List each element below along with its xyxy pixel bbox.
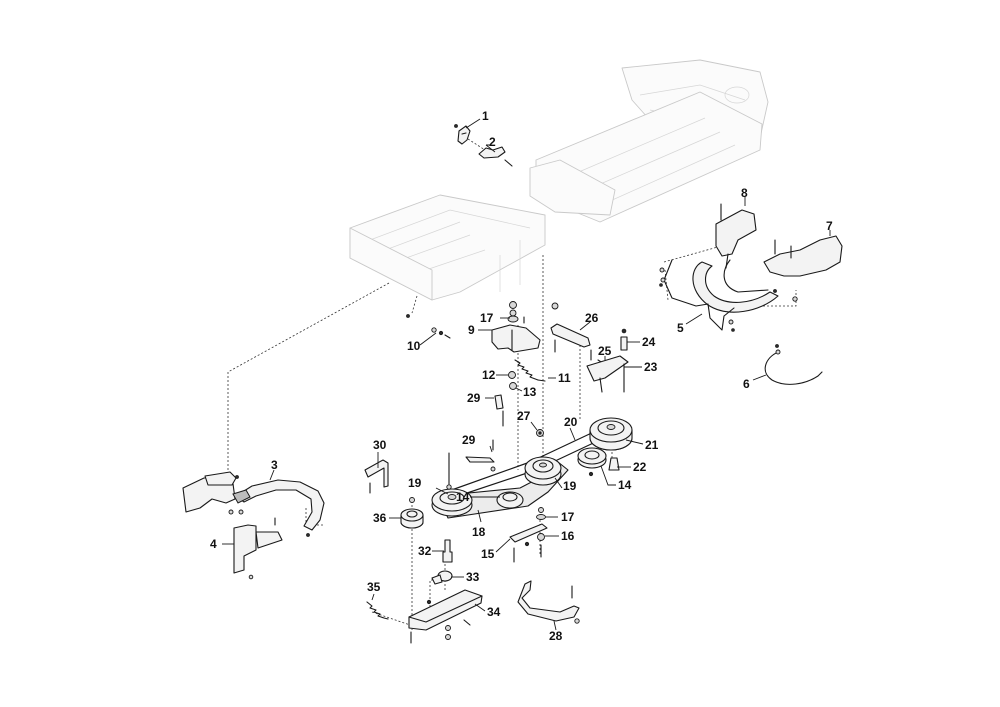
part-33-collar [431, 570, 453, 585]
part-21-clutch [589, 417, 633, 451]
part-17-washer-top [507, 301, 525, 324]
part-26-arm [550, 302, 591, 353]
part-pulley-disc [692, 259, 779, 313]
callout-22[interactable]: 22 [633, 460, 647, 474]
part-36-pulley [400, 497, 424, 529]
part-11-spring [514, 359, 546, 382]
part-2-bracket [467, 138, 513, 167]
part-9-bracket [491, 324, 541, 353]
part-30-bracket [364, 459, 389, 494]
callout-19-right[interactable]: 19 [563, 479, 577, 493]
callout-25[interactable]: 25 [598, 344, 612, 358]
leader-lines [222, 118, 831, 631]
callout-14-center[interactable]: 14 [456, 490, 470, 504]
callout-3[interactable]: 3 [271, 458, 278, 472]
part-7-housing [763, 235, 843, 302]
part-24-pin [620, 328, 628, 351]
callout-8[interactable]: 8 [741, 186, 748, 200]
callout-20[interactable]: 20 [564, 415, 578, 429]
part-17-washer-lower [536, 507, 546, 520]
callout-15[interactable]: 15 [481, 547, 495, 561]
part-27-nut [536, 429, 544, 437]
part-12-nut [508, 371, 516, 379]
part-6-clip [764, 344, 823, 385]
part-29-lower [465, 439, 496, 472]
pulley-19-right [524, 456, 562, 486]
part-34-bracket [408, 589, 483, 644]
part-23-lever [586, 355, 629, 393]
callout-12[interactable]: 12 [482, 368, 496, 382]
part-22-bushing [608, 457, 620, 471]
part-1-latch [454, 124, 471, 145]
callout-35[interactable]: 35 [367, 580, 381, 594]
callout-34[interactable]: 34 [487, 605, 501, 619]
callout-9[interactable]: 9 [468, 323, 475, 337]
part-10-bolt [406, 314, 451, 339]
callout-36[interactable]: 36 [373, 511, 387, 525]
pulley-19-left [431, 452, 473, 517]
callout-27[interactable]: 27 [517, 409, 531, 423]
callout-17-lower[interactable]: 17 [561, 510, 575, 524]
callout-17-top[interactable]: 17 [480, 311, 494, 325]
callout-7[interactable]: 7 [826, 219, 833, 233]
part-29-upper [494, 394, 504, 427]
callout-16[interactable]: 16 [561, 529, 575, 543]
callout-24[interactable]: 24 [642, 335, 656, 349]
part-32-spindle [442, 539, 453, 563]
pulley-14-right [577, 447, 607, 477]
part-8-mount-plate [715, 203, 757, 269]
callout-32[interactable]: 32 [418, 544, 432, 558]
part-16-nut [537, 533, 545, 558]
part-35-spring [366, 601, 389, 620]
callout-4[interactable]: 4 [210, 537, 217, 551]
callout-14-right[interactable]: 14 [618, 478, 632, 492]
callout-21[interactable]: 21 [645, 438, 659, 452]
part-4-shield [233, 517, 310, 580]
pulley-14-center [496, 491, 524, 509]
callout-1[interactable]: 1 [482, 109, 489, 123]
callout-30[interactable]: 30 [373, 438, 387, 452]
callout-23[interactable]: 23 [644, 360, 658, 374]
callout-13[interactable]: 13 [523, 385, 537, 399]
callout-11[interactable]: 11 [558, 371, 571, 385]
callout-19-left[interactable]: 19 [408, 476, 422, 490]
callout-29-upper[interactable]: 29 [467, 391, 481, 405]
tractor-frame [349, 59, 769, 301]
part-3-belt-guard [182, 471, 325, 531]
callout-28[interactable]: 28 [549, 629, 563, 643]
callout-29-lower[interactable]: 29 [462, 433, 476, 447]
callout-18[interactable]: 18 [472, 525, 486, 539]
callout-2[interactable]: 2 [489, 135, 496, 149]
callout-26[interactable]: 26 [585, 311, 599, 325]
part-5-rod [659, 259, 735, 332]
callout-6[interactable]: 6 [743, 377, 750, 391]
callouts: 1 2 3 4 5 6 7 8 9 10 11 12 13 14 14 15 1… [210, 109, 833, 643]
callout-5[interactable]: 5 [677, 321, 684, 335]
part-13-bushing [509, 382, 517, 390]
callout-33[interactable]: 33 [466, 570, 480, 584]
callout-10[interactable]: 10 [407, 339, 421, 353]
part-28-arm [517, 580, 580, 624]
part-15-plate [509, 523, 548, 563]
